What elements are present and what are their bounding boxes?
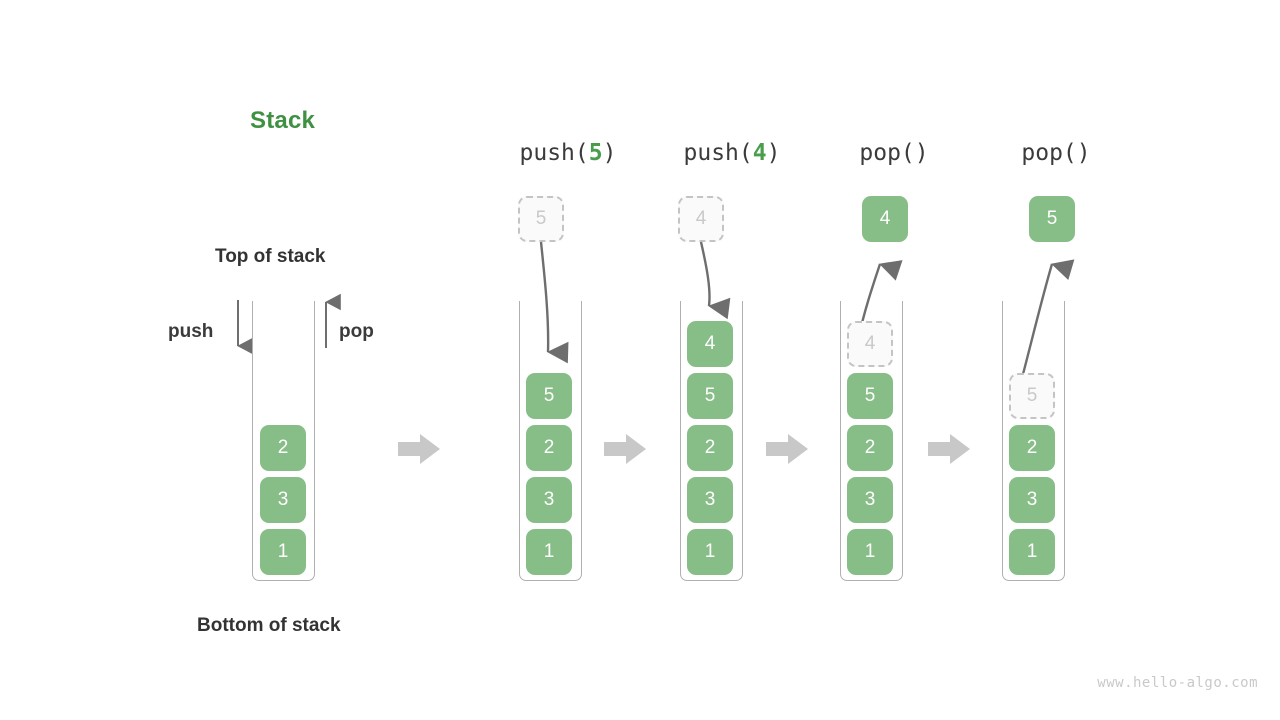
stack-cell: 3 [260,477,306,523]
stack-cell: 5 [847,373,893,419]
caption-close: ) [914,140,929,166]
top-of-stack-label: Top of stack [215,246,326,267]
operation-caption-pop-5: pop() [966,140,1146,166]
caption-arg: 5 [588,140,603,166]
stack-cell-ghost: 4 [847,321,893,367]
pop-label: pop [339,321,374,342]
stack-container-push-5 [519,301,582,581]
motion-arrow-in [539,241,569,364]
caption-arg: 4 [752,140,767,166]
stack-cell: 3 [847,477,893,523]
caption-fn: pop( [859,140,915,166]
caption-close: ) [1076,140,1091,166]
push-pop-arrows [237,293,341,355]
flow-arrow-icon [766,434,808,464]
caption-fn: pop( [1021,140,1077,166]
stack-cell: 3 [526,477,572,523]
caption-close: ) [766,140,781,166]
flow-arrow-icon [398,434,440,464]
stack-cell: 1 [526,529,572,575]
stack-cell: 1 [687,529,733,575]
floating-popped-cell: 5 [1029,196,1075,242]
operation-caption-push-5: push(5) [478,140,658,166]
caption-close: ) [602,140,617,166]
page-title: Stack [250,107,316,134]
flow-arrow-icon [928,434,970,464]
watermark: www.hello-algo.com [1097,675,1258,691]
stack-cell: 2 [260,425,306,471]
floating-ghost-cell: 4 [678,196,724,242]
floating-ghost-cell: 5 [518,196,564,242]
stack-cell: 3 [687,477,733,523]
stack-cell: 5 [687,373,733,419]
stack-cell: 1 [260,529,306,575]
operation-caption-pop-4: pop() [804,140,984,166]
motion-arrow-out [1020,259,1075,379]
caption-fn: push( [519,140,589,166]
stack-cell: 1 [847,529,893,575]
stack-container-pop-4 [840,301,903,581]
motion-arrow-in [699,241,731,320]
stack-cell: 4 [687,321,733,367]
push-label: push [168,321,214,342]
stack-container-push-4 [680,301,743,581]
flow-arrow-icon [604,434,646,464]
stack-container-initial [252,301,315,581]
stack-cell: 2 [687,425,733,471]
caption-fn: push( [683,140,753,166]
floating-popped-cell: 4 [862,196,908,242]
stack-cell: 2 [1009,425,1055,471]
bottom-of-stack-label: Bottom of stack [197,615,341,636]
operation-caption-push-4: push(4) [642,140,822,166]
stack-cell: 2 [847,425,893,471]
stack-cell: 1 [1009,529,1055,575]
stack-cell: 5 [526,373,572,419]
stack-container-pop-5 [1002,301,1065,581]
stack-cell: 2 [526,425,572,471]
stack-cell-ghost: 5 [1009,373,1055,419]
stack-cell: 3 [1009,477,1055,523]
